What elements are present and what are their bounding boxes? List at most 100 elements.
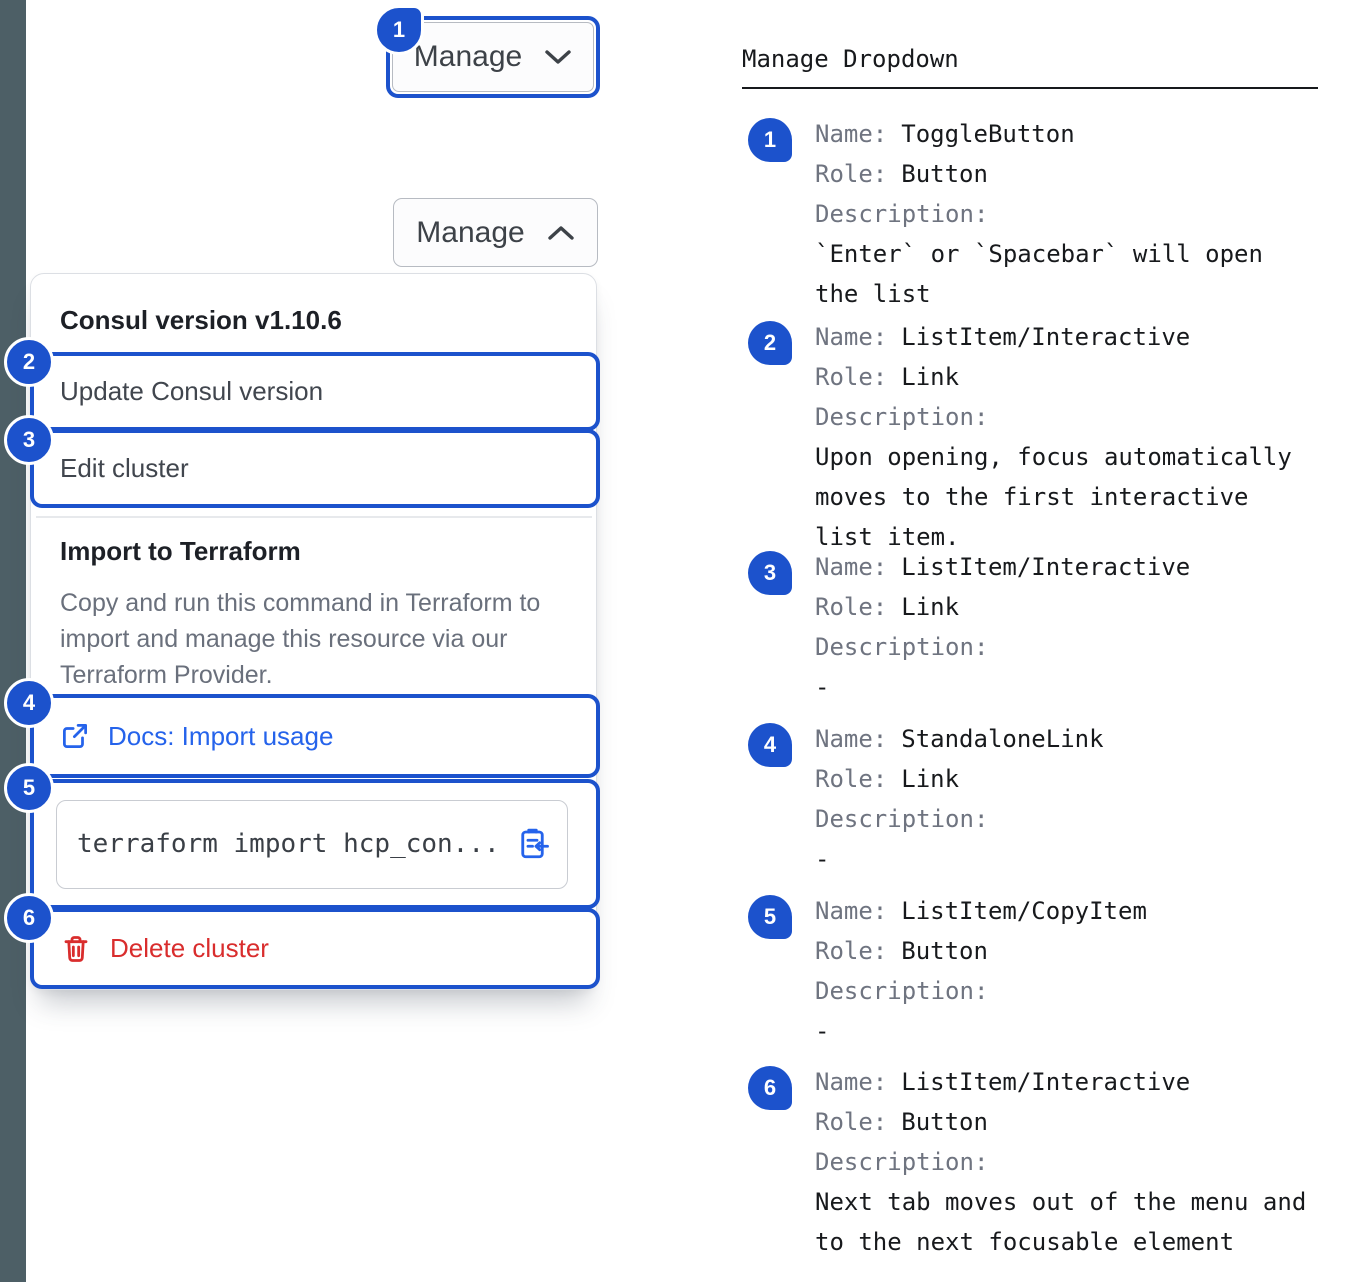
entry-name-row: Name: StandaloneLink xyxy=(815,719,1320,759)
name-label: Name: xyxy=(815,1068,888,1096)
entry-description: Next tab moves out of the menu and to th… xyxy=(815,1188,1307,1256)
role-label: Role: xyxy=(815,363,888,391)
role-label: Role: xyxy=(815,160,888,188)
legend-entry-6: 6 Name:ListItem/Interactive Role:Button … xyxy=(748,1062,1320,1262)
delete-cluster-label: Delete cluster xyxy=(110,933,269,963)
name-label: Name: xyxy=(815,553,888,581)
annotation-badge-4: 4 xyxy=(4,678,54,728)
legend-badge-4: 4 xyxy=(748,723,792,767)
role-label: Role: xyxy=(815,1108,888,1136)
entry-role-row: Role: Button xyxy=(815,1102,1320,1142)
legend-entry-2: 2 Name: ListItem/Interactive Role: Link De… xyxy=(748,317,1320,557)
entry-role: Button xyxy=(901,160,988,188)
entry-name-row: Name:ToggleButton xyxy=(815,114,1320,154)
description-label: Description: xyxy=(815,403,989,431)
entry-role-row: Role: Button xyxy=(815,154,1320,194)
legend-entry-5: 5 Name: ListItem/CopyItem Role: Button Des… xyxy=(748,891,1320,1051)
description-label: Description: xyxy=(815,200,989,228)
left-edge-strip xyxy=(0,0,26,1282)
menu-separator xyxy=(36,516,592,518)
annotation-badge-1: 1 xyxy=(374,5,424,55)
entry-name-row: Name: ListItem/Interactive xyxy=(815,1062,1320,1102)
menu-item-delete-cluster[interactable]: Delete cluster xyxy=(34,912,596,985)
legend-entry-1: 1 Name:ToggleButton Role: Button Descript… xyxy=(748,114,1320,314)
entry-description: Upon opening, focus automatically moves … xyxy=(815,443,1292,551)
legend-badge-1: 1 xyxy=(748,118,792,162)
annotation-outline-6: Delete cluster xyxy=(30,908,600,989)
badge-number: 3 xyxy=(22,427,36,452)
entry-name: ListItem/Interactive xyxy=(901,323,1191,351)
badge-number: 5 xyxy=(763,904,777,929)
badge-number: 5 xyxy=(22,775,36,800)
role-label: Role: xyxy=(815,765,888,793)
entry-role: Link xyxy=(901,363,960,391)
badge-number: 2 xyxy=(22,349,36,374)
annotation-outline-4: Docs: Import usage xyxy=(30,694,600,778)
legend-badge-3: 3 xyxy=(748,551,792,595)
badge-number: 4 xyxy=(763,732,777,757)
copy-snippet-button[interactable] xyxy=(515,825,553,863)
manage-toggle-button[interactable]: Manage xyxy=(392,22,594,92)
chevron-up-icon xyxy=(548,225,574,240)
annotation-badge-6: 6 xyxy=(4,893,54,943)
entry-name: ListItem/CopyItem xyxy=(901,897,1147,925)
name-label: Name: xyxy=(815,897,888,925)
entry-role: Link xyxy=(901,593,960,621)
menu-item-edit-cluster[interactable]: Edit cluster xyxy=(60,453,189,483)
annotation-badge-3: 3 xyxy=(4,415,54,465)
description-label: Description: xyxy=(815,1148,989,1176)
entry-name-row: Name: ListItem/Interactive xyxy=(815,317,1320,357)
trash-icon xyxy=(60,933,92,965)
name-label: Name: xyxy=(815,323,888,351)
import-terraform-description: Copy and run this command in Terraform t… xyxy=(60,589,541,689)
external-link-icon xyxy=(60,721,90,751)
entry-description: `Enter` or `Spacebar` will open the list xyxy=(815,240,1263,308)
entry-role: Button xyxy=(901,937,988,965)
manage-button-label: Manage xyxy=(413,40,523,73)
entry-description: - xyxy=(815,673,830,701)
entry-name: ListItem/Interactive xyxy=(901,553,1191,581)
menu-item-docs-import-usage[interactable]: Docs: Import usage xyxy=(34,698,596,774)
annotation-badge-2: 2 xyxy=(4,337,54,387)
manage-toggle-button-expanded[interactable]: Manage xyxy=(393,198,598,267)
menu-item-update-consul-version[interactable]: Update Consul version xyxy=(60,376,324,406)
entry-role-row: Role: Link xyxy=(815,587,1320,627)
entry-description: - xyxy=(815,845,830,873)
entry-role-row: Role: Link xyxy=(815,759,1320,799)
entry-role-row: Role: Button xyxy=(815,931,1320,971)
entry-role: Button xyxy=(901,1108,988,1136)
badge-number: 6 xyxy=(763,1075,777,1100)
role-label: Role: xyxy=(815,593,888,621)
entry-description: - xyxy=(815,1017,830,1045)
import-terraform-header: Import to Terraform xyxy=(60,536,301,566)
clipboard-copy-icon xyxy=(521,828,549,859)
legend-badge-6: 6 xyxy=(748,1066,792,1110)
badge-number: 3 xyxy=(763,560,777,585)
role-label: Role: xyxy=(815,937,888,965)
copy-snippet-row: terraform import hcp_con... xyxy=(34,783,596,905)
badge-number: 1 xyxy=(392,17,406,42)
docs-link-label: Docs: Import usage xyxy=(108,720,334,751)
badge-number: 2 xyxy=(763,330,777,355)
annotation-outline-1: Manage xyxy=(386,16,600,98)
description-label: Description: xyxy=(815,977,989,1005)
entry-name: StandaloneLink xyxy=(901,725,1104,753)
entry-role: Link xyxy=(901,765,960,793)
entry-name: ListItem/Interactive xyxy=(901,1068,1191,1096)
entry-name-row: Name: ListItem/CopyItem xyxy=(815,891,1320,931)
name-label: Name: xyxy=(815,725,888,753)
description-label: Description: xyxy=(815,805,989,833)
annotation-outline-2: Update Consul version xyxy=(30,352,600,431)
consul-version-header: Consul version v1.10.6 xyxy=(60,305,342,335)
badge-number: 1 xyxy=(763,127,777,152)
badge-number: 6 xyxy=(22,905,36,930)
entry-name: ToggleButton xyxy=(901,120,1075,148)
annotation-outline-3: Edit cluster xyxy=(30,429,600,508)
entry-role-row: Role: Link xyxy=(815,357,1320,397)
legend-badge-2: 2 xyxy=(748,321,792,365)
entry-name-row: Name: ListItem/Interactive xyxy=(815,547,1320,587)
legend-entry-4: 4 Name: StandaloneLink Role: Link Descript… xyxy=(748,719,1320,879)
annotation-badge-5: 5 xyxy=(4,763,54,813)
legend-divider xyxy=(742,87,1318,89)
badge-number: 4 xyxy=(22,690,36,715)
